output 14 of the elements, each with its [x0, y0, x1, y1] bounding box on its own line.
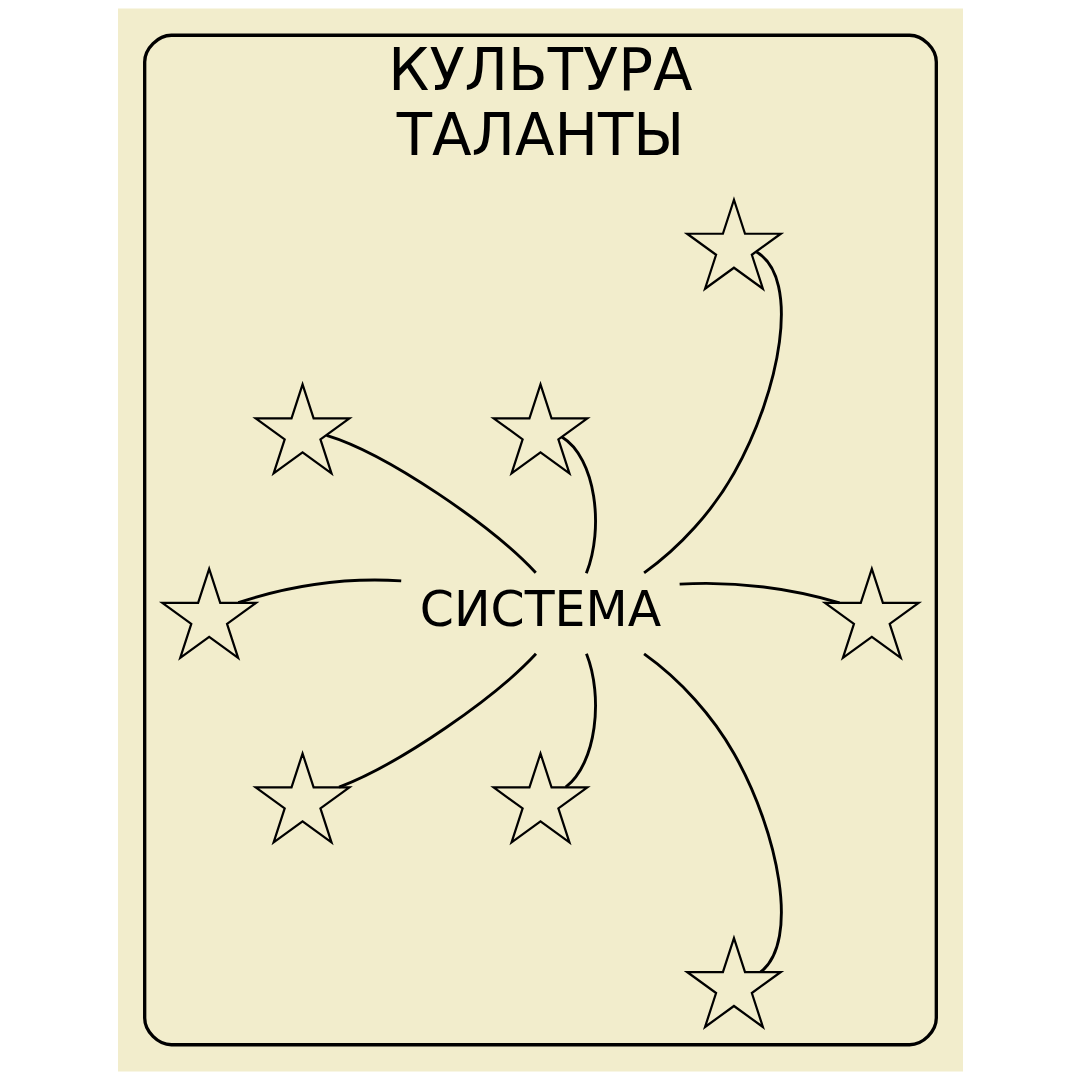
node-person — [683, 196, 784, 292]
node-person — [821, 565, 922, 661]
connector — [679, 581, 840, 605]
node-person — [158, 565, 259, 661]
connector — [564, 653, 597, 789]
node-person — [251, 749, 353, 846]
node-person — [683, 934, 784, 1030]
node-person — [251, 380, 353, 477]
connector — [237, 578, 401, 605]
connector — [338, 652, 537, 789]
node-text: СИСТЕМА — [419, 580, 661, 638]
node-person — [489, 749, 591, 846]
node-person — [489, 380, 591, 477]
connector — [642, 652, 783, 973]
